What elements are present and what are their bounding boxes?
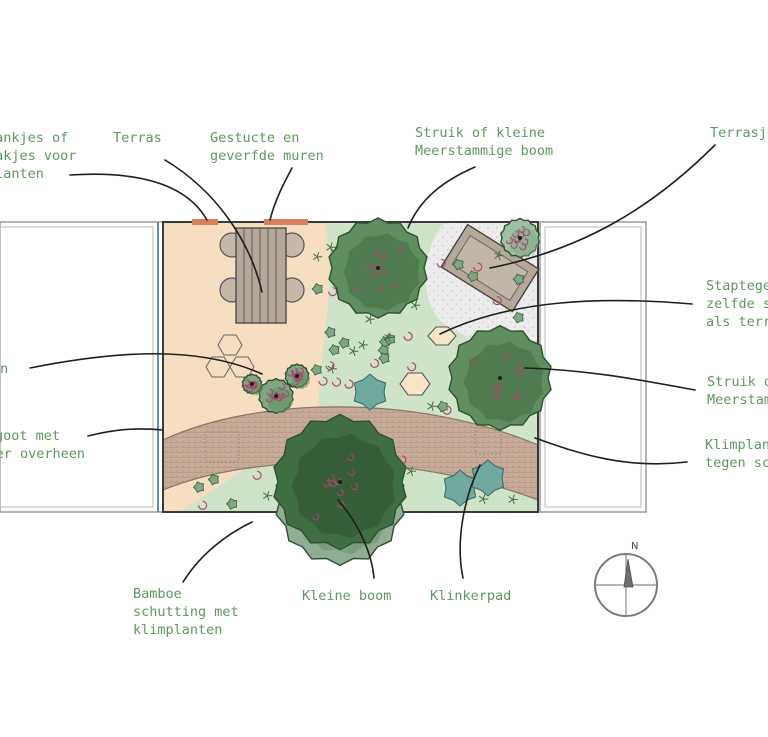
plant-symbol xyxy=(407,362,417,372)
plant-symbol xyxy=(312,251,323,262)
shrub-small-3 xyxy=(241,373,264,396)
plant-symbol xyxy=(311,283,323,295)
label-bankjes: bankjes of bakjes voor planten xyxy=(0,130,85,182)
label-struik-right: Struik of Meerstammige xyxy=(707,374,768,408)
plant-symbol xyxy=(452,258,464,271)
label-left-mid: en xyxy=(0,361,8,377)
plant-symbol xyxy=(466,270,479,283)
stepping-stones xyxy=(399,326,457,396)
label-bamboe: Bamboe schutting met klimplanten xyxy=(133,586,247,638)
plant-symbol xyxy=(226,498,238,510)
plant-symbol xyxy=(406,466,417,477)
plant-symbol xyxy=(348,346,359,357)
plant-symbol xyxy=(442,405,452,415)
plant-symbol xyxy=(252,470,262,480)
leader-lines xyxy=(29,144,716,583)
label-terrasje: Terrasje xyxy=(710,125,768,141)
plant-symbol xyxy=(318,376,328,386)
neighbour-garden-right xyxy=(539,221,647,513)
plant-symbol xyxy=(384,332,394,343)
plant-symbol xyxy=(192,481,205,494)
plant-symbol xyxy=(512,273,524,286)
plant-symbol xyxy=(324,326,336,339)
plant-symbol xyxy=(328,344,340,356)
neighbour-garden-left xyxy=(0,221,164,513)
plant-symbol xyxy=(326,242,336,253)
plant-symbol xyxy=(492,295,502,306)
label-goot: goot met rand er overheen xyxy=(0,428,85,462)
shrub-small-2 xyxy=(284,363,310,390)
plant-symbol xyxy=(436,400,448,413)
stucco-wall-top xyxy=(264,219,308,225)
plant-symbol xyxy=(508,494,518,505)
tree-right-shrub xyxy=(448,324,552,432)
terrace-hexagon-pattern xyxy=(205,334,255,378)
plant-symbol xyxy=(403,331,413,341)
plant-symbol xyxy=(328,286,338,297)
label-terras: Terras xyxy=(113,130,162,146)
drain-grate-right xyxy=(474,427,502,455)
plant-symbol xyxy=(377,344,389,357)
plant-symbol xyxy=(263,490,273,501)
compass-north: N xyxy=(631,541,638,552)
plant-symbol xyxy=(198,500,208,510)
plant-symbol xyxy=(427,401,437,412)
compass: N xyxy=(594,541,658,617)
tree-small-bottom xyxy=(273,413,407,551)
label-struik-top: Struik of kleine Meerstammige boom xyxy=(415,125,553,159)
label-staptegels: Staptegels zelfde steen als terras xyxy=(706,278,768,330)
plant-symbol xyxy=(369,358,380,368)
planter-box-left xyxy=(192,219,218,225)
plant-symbol xyxy=(344,379,354,389)
plant-symbol xyxy=(478,494,489,504)
plant-symbol xyxy=(410,300,421,311)
label-klimplanten-right: Klimplanten tegen schutting xyxy=(705,437,768,471)
label-klinkerpad: Klinkerpad xyxy=(430,588,511,604)
plant-symbol xyxy=(358,339,368,350)
plant-symbol xyxy=(325,361,335,371)
label-kleine-boom: Kleine boom xyxy=(302,588,391,604)
perennial-cluster xyxy=(353,373,387,411)
plant-symbol xyxy=(378,352,390,365)
label-muren: Gestucte en geverfde muren xyxy=(210,130,324,164)
plant-symbol xyxy=(338,337,350,349)
drain-grate-left xyxy=(204,431,240,463)
plant-symbol xyxy=(436,258,446,268)
plant-symbol xyxy=(310,363,322,376)
climber-top-right xyxy=(500,217,540,259)
compass-needle-icon xyxy=(623,558,634,588)
plant-symbol xyxy=(512,311,524,324)
plant-symbol xyxy=(494,250,504,261)
annotation-labels: bankjes of bakjes voor planten Terras Ge… xyxy=(0,125,768,638)
plant-symbol xyxy=(331,377,342,387)
tree-top-shrub xyxy=(328,217,428,319)
plant-symbol xyxy=(473,262,483,272)
plant-symbol xyxy=(207,473,219,486)
shrub-small-1 xyxy=(258,377,294,415)
